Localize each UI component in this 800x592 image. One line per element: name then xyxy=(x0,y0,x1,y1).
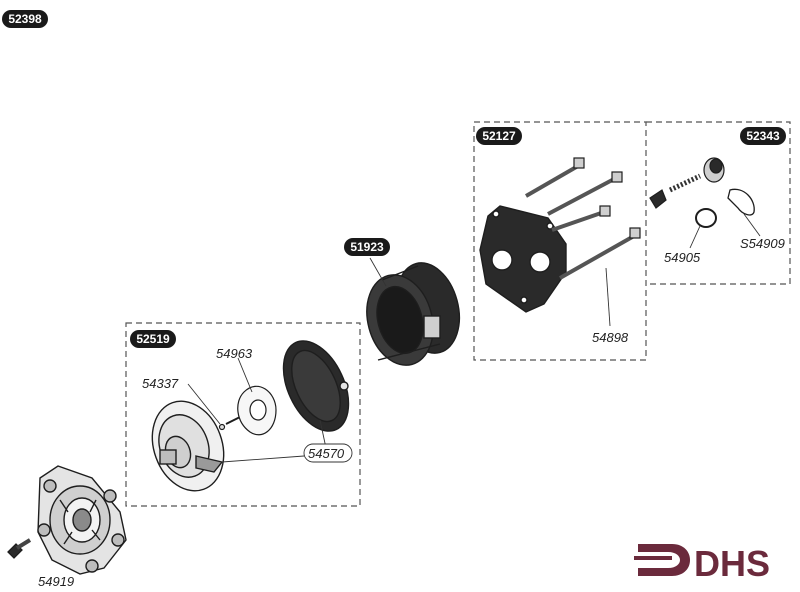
label-54963: 54963 xyxy=(216,346,253,361)
svg-text:52127: 52127 xyxy=(482,129,516,143)
group-box-52127 xyxy=(473,121,647,361)
bellows-part xyxy=(366,262,461,366)
svg-text:51923: 51923 xyxy=(350,240,384,254)
tag-51923: 51923 xyxy=(344,238,390,256)
leader-lines-52343 xyxy=(689,213,761,249)
label-54337: 54337 xyxy=(142,376,179,391)
label-54905: 54905 xyxy=(664,250,701,265)
tag-52127: 52127 xyxy=(476,127,522,145)
svg-text:52398: 52398 xyxy=(8,12,42,26)
leader-lines-52519 xyxy=(187,357,327,463)
label-54898: 54898 xyxy=(592,330,629,345)
label-54919: 54919 xyxy=(38,574,74,589)
svg-text:52343: 52343 xyxy=(746,129,780,143)
valve-parts xyxy=(649,157,725,209)
tag-52343: 52343 xyxy=(740,127,786,145)
group-box-52343 xyxy=(646,121,791,285)
label-S54909: S54909 xyxy=(740,236,785,251)
diaphragm-part xyxy=(282,340,350,432)
tag-52519: 52519 xyxy=(130,330,176,348)
svg-text:54570: 54570 xyxy=(308,446,345,461)
tag-52398: 52398 xyxy=(2,10,48,28)
svg-text:52519: 52519 xyxy=(136,332,170,346)
pump-housing xyxy=(37,465,127,575)
leader-line-51923 xyxy=(369,257,387,287)
group-box-52519 xyxy=(125,322,361,507)
long-bolts xyxy=(525,157,641,280)
dhs-logo-text: DHS xyxy=(694,543,770,584)
screw-part xyxy=(7,538,32,559)
clip-part xyxy=(727,188,755,216)
leader-line-54898 xyxy=(605,267,611,327)
cover-plate xyxy=(479,205,567,313)
o-ring-part xyxy=(695,208,717,228)
label-54570-box: 54570 xyxy=(303,443,353,463)
pump-cover xyxy=(151,400,225,492)
gasket-part xyxy=(237,385,277,436)
dhs-arrow-logo-icon xyxy=(634,544,690,576)
